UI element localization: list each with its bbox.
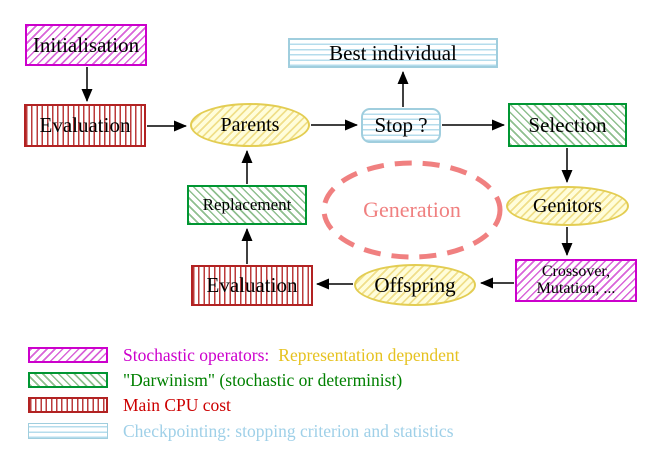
legend-row-cpu-cost: Main CPU cost (28, 394, 231, 415)
node-replacement: Replacement (187, 185, 307, 225)
legend-row-darwinism: "Darwinism" (stochastic or determinist) (28, 369, 403, 390)
node-selection: Selection (508, 103, 627, 147)
legend-label-cpu-cost: Main CPU cost (123, 394, 231, 415)
legend-label-representation: Representation dependent (278, 344, 460, 365)
legend-label-checkpointing: Checkpointing: stopping criterion and st… (123, 420, 454, 441)
green-diagonal-hatch-swatch-icon (28, 372, 108, 388)
crossover-line2: Mutation, ... (536, 279, 616, 297)
legend-row-checkpointing: Checkpointing: stopping criterion and st… (28, 420, 454, 441)
node-best-individual: Best individual (288, 38, 498, 68)
node-initialisation: Initialisation (25, 24, 147, 66)
magenta-diagonal-hatch-swatch-icon (28, 347, 108, 363)
legend-row-stochastic: Stochastic operators: Representation dep… (28, 344, 460, 365)
node-stop: Stop ? (361, 108, 441, 143)
legend-label-stochastic: Stochastic operators: (123, 344, 270, 365)
crossover-line1: Crossover, (541, 262, 611, 280)
cyan-horizontal-stripes-swatch-icon (28, 423, 108, 439)
node-genitors: Genitors (506, 186, 629, 226)
node-crossover-mutation: Crossover, Mutation, ... (515, 259, 637, 302)
generation-cycle-dashed-ellipse (321, 160, 503, 260)
generation-cycle-label: Generation (363, 197, 461, 222)
red-vertical-stripes-swatch-icon (28, 397, 108, 413)
legend-label-darwinism: "Darwinism" (stochastic or determinist) (123, 369, 403, 390)
node-evaluation-bottom: Evaluation (191, 265, 313, 306)
node-offspring: Offspring (354, 264, 476, 306)
node-evaluation-top: Evaluation (24, 104, 146, 147)
node-parents: Parents (190, 103, 310, 147)
